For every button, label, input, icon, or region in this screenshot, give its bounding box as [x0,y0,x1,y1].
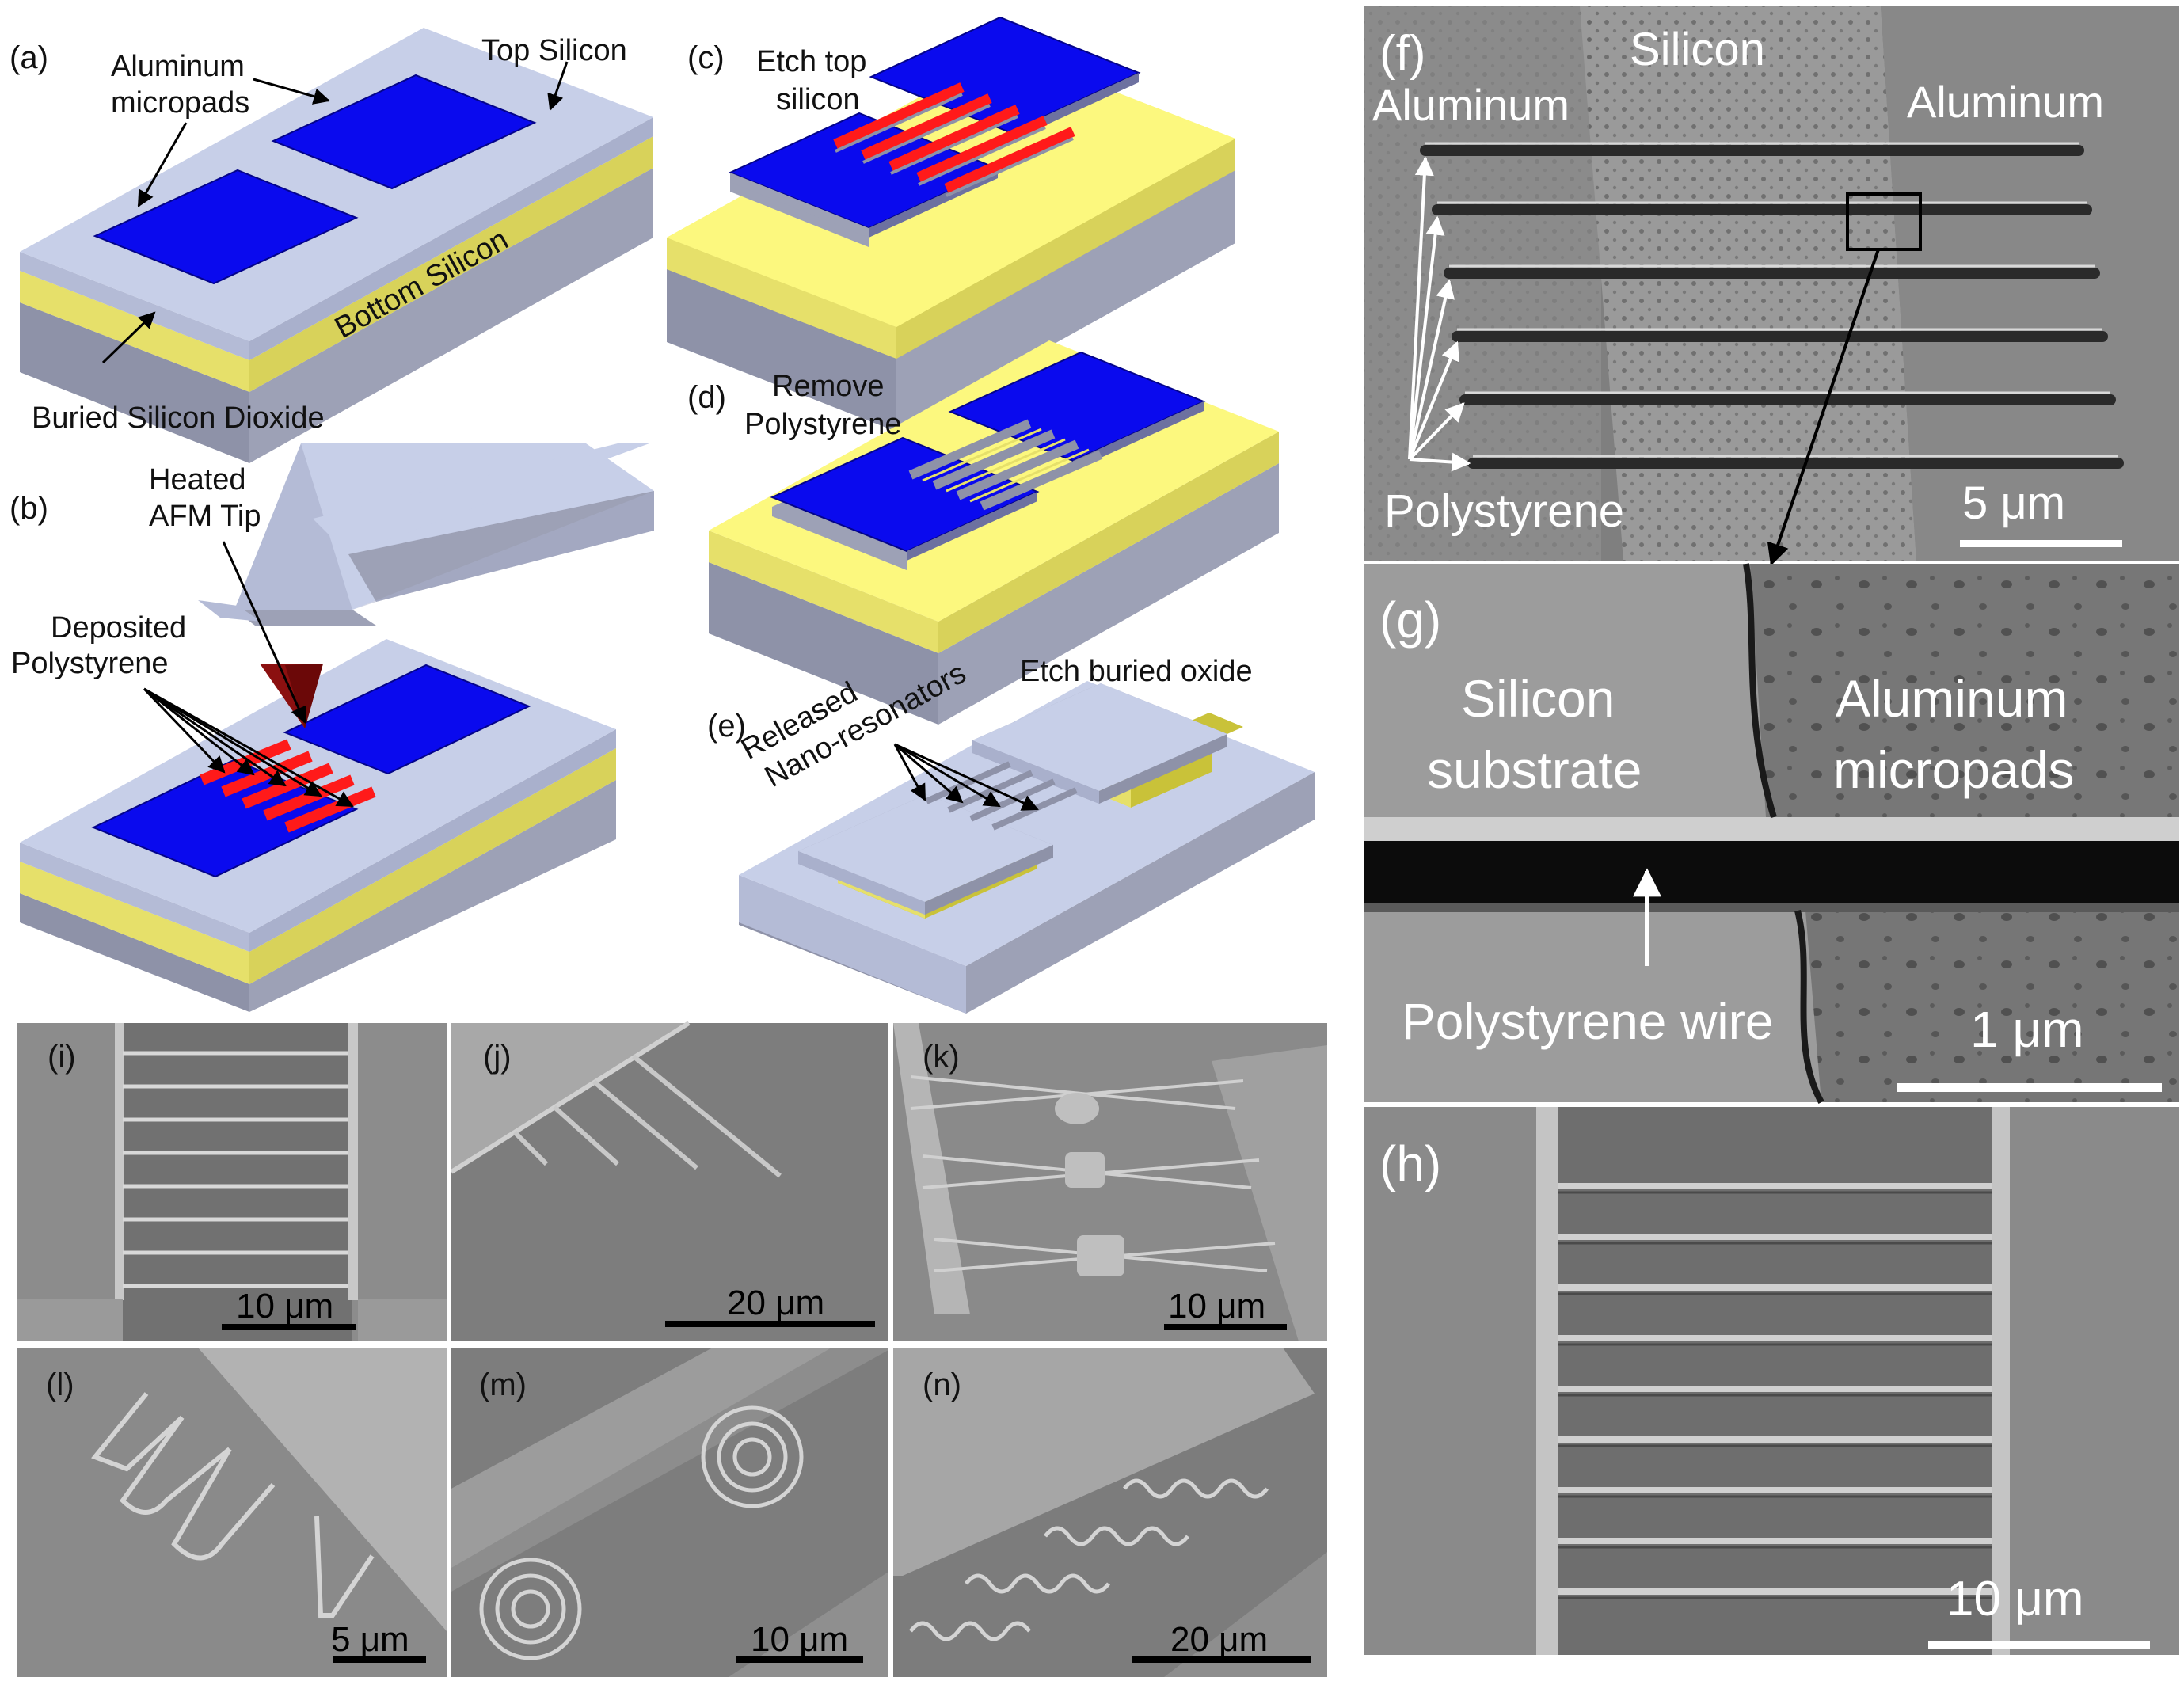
panel-c-tag: (c) [687,40,725,75]
panel-l-sem: (l) 5 μm [17,1348,447,1677]
panel-f-tag: (f) [1379,26,1426,81]
panel-c-body: (c) Etch top silicon [667,17,1235,432]
panel-k-tag: (k) [923,1040,960,1075]
panel-i-tag: (i) [48,1040,76,1075]
panel-f-sem: (f) Silicon Aluminum Aluminum Polystyren… [1364,6,2179,564]
aluminum-right-label: Aluminum [1907,77,2104,127]
panel-k-sem: (k) 10 μm [893,1023,1327,1341]
deposited-label-1: Deposited [51,611,186,645]
etch-top-label-2: silicon [776,83,860,116]
panel-l-tag: (l) [46,1367,74,1402]
panel-j-sem: (j) 20 μm [451,1023,888,1341]
panel-j-scale: 20 μm [727,1284,824,1322]
aluminum-left-label: Aluminum [1372,80,1570,130]
aluminum-micropads-g-label-1: Aluminum [1836,669,2068,728]
panel-j-tag: (j) [483,1040,512,1075]
panel-a-tag: (a) [10,40,48,75]
silicon-substrate-label-1: Silicon [1461,669,1615,728]
silicon-label: Silicon [1630,24,1765,75]
panel-a-schematic: (a) Aluminum micropads Top Silicon Botto… [10,28,653,463]
panel-h-tag: (h) [1379,1135,1441,1192]
top-silicon-label: Top Silicon [481,34,627,67]
panel-g-sem: (g) Silicon substrate Aluminum micropads… [1364,564,2179,1102]
panel-i-scale: 10 μm [236,1287,333,1326]
panel-m-tag: (m) [479,1367,527,1402]
silicon-substrate-label-2: substrate [1427,740,1642,799]
remove-label-2: Polystyrene [744,408,902,441]
panel-h-sem: (h) 10 μm [1364,1107,2179,1655]
panel-g-scale: 1 μm [1970,1001,2084,1058]
panel-g-tag: (g) [1379,591,1441,649]
panel-m-scale: 10 μm [751,1620,848,1659]
panel-m-sem: (m) 10 μm [451,1348,888,1677]
panel-f-scale: 5 μm [1962,477,2065,529]
etch-top-label-1: Etch top [756,45,866,78]
panel-d-tag: (d) [687,380,726,415]
deposited-label-2: Polystyrene [11,647,169,680]
etch-oxide-label: Etch buried oxide [1020,655,1253,688]
panel-n-tag: (n) [923,1367,961,1402]
panel-l-scale: 5 μm [331,1620,409,1659]
remove-label-1: Remove [772,370,885,403]
heated-tip-label-2: AFM Tip [149,500,261,533]
panel-n-scale: 20 μm [1170,1620,1268,1659]
panel-b-tag: (b) [10,491,48,526]
polystyrene-label: Polystyrene [1384,485,1624,537]
panel-n-sem: (n) 20 μm [893,1348,1327,1677]
aluminum-micropads-g-label-2: micropads [1833,740,2074,799]
panel-h-scale: 10 μm [1946,1572,2084,1626]
buried-oxide-label: Buried Silicon Dioxide [32,401,325,435]
polystyrene-wire-label: Polystyrene wire [1402,993,1774,1050]
aluminum-micropads-label-2: micropads [111,86,249,120]
heated-tip-label-1: Heated [149,463,246,496]
panel-i-sem: (i) 10 μm [17,1023,447,1341]
panel-b-schematic: (b) Heated AFM Tip Deposited Polystyrene [10,443,654,1012]
panel-k-scale: 10 μm [1168,1287,1265,1326]
panel-e-schematic: (e) Released Nano-resonators Etch buried… [707,655,1315,1014]
aluminum-micropads-label-1: Aluminum [111,50,245,83]
